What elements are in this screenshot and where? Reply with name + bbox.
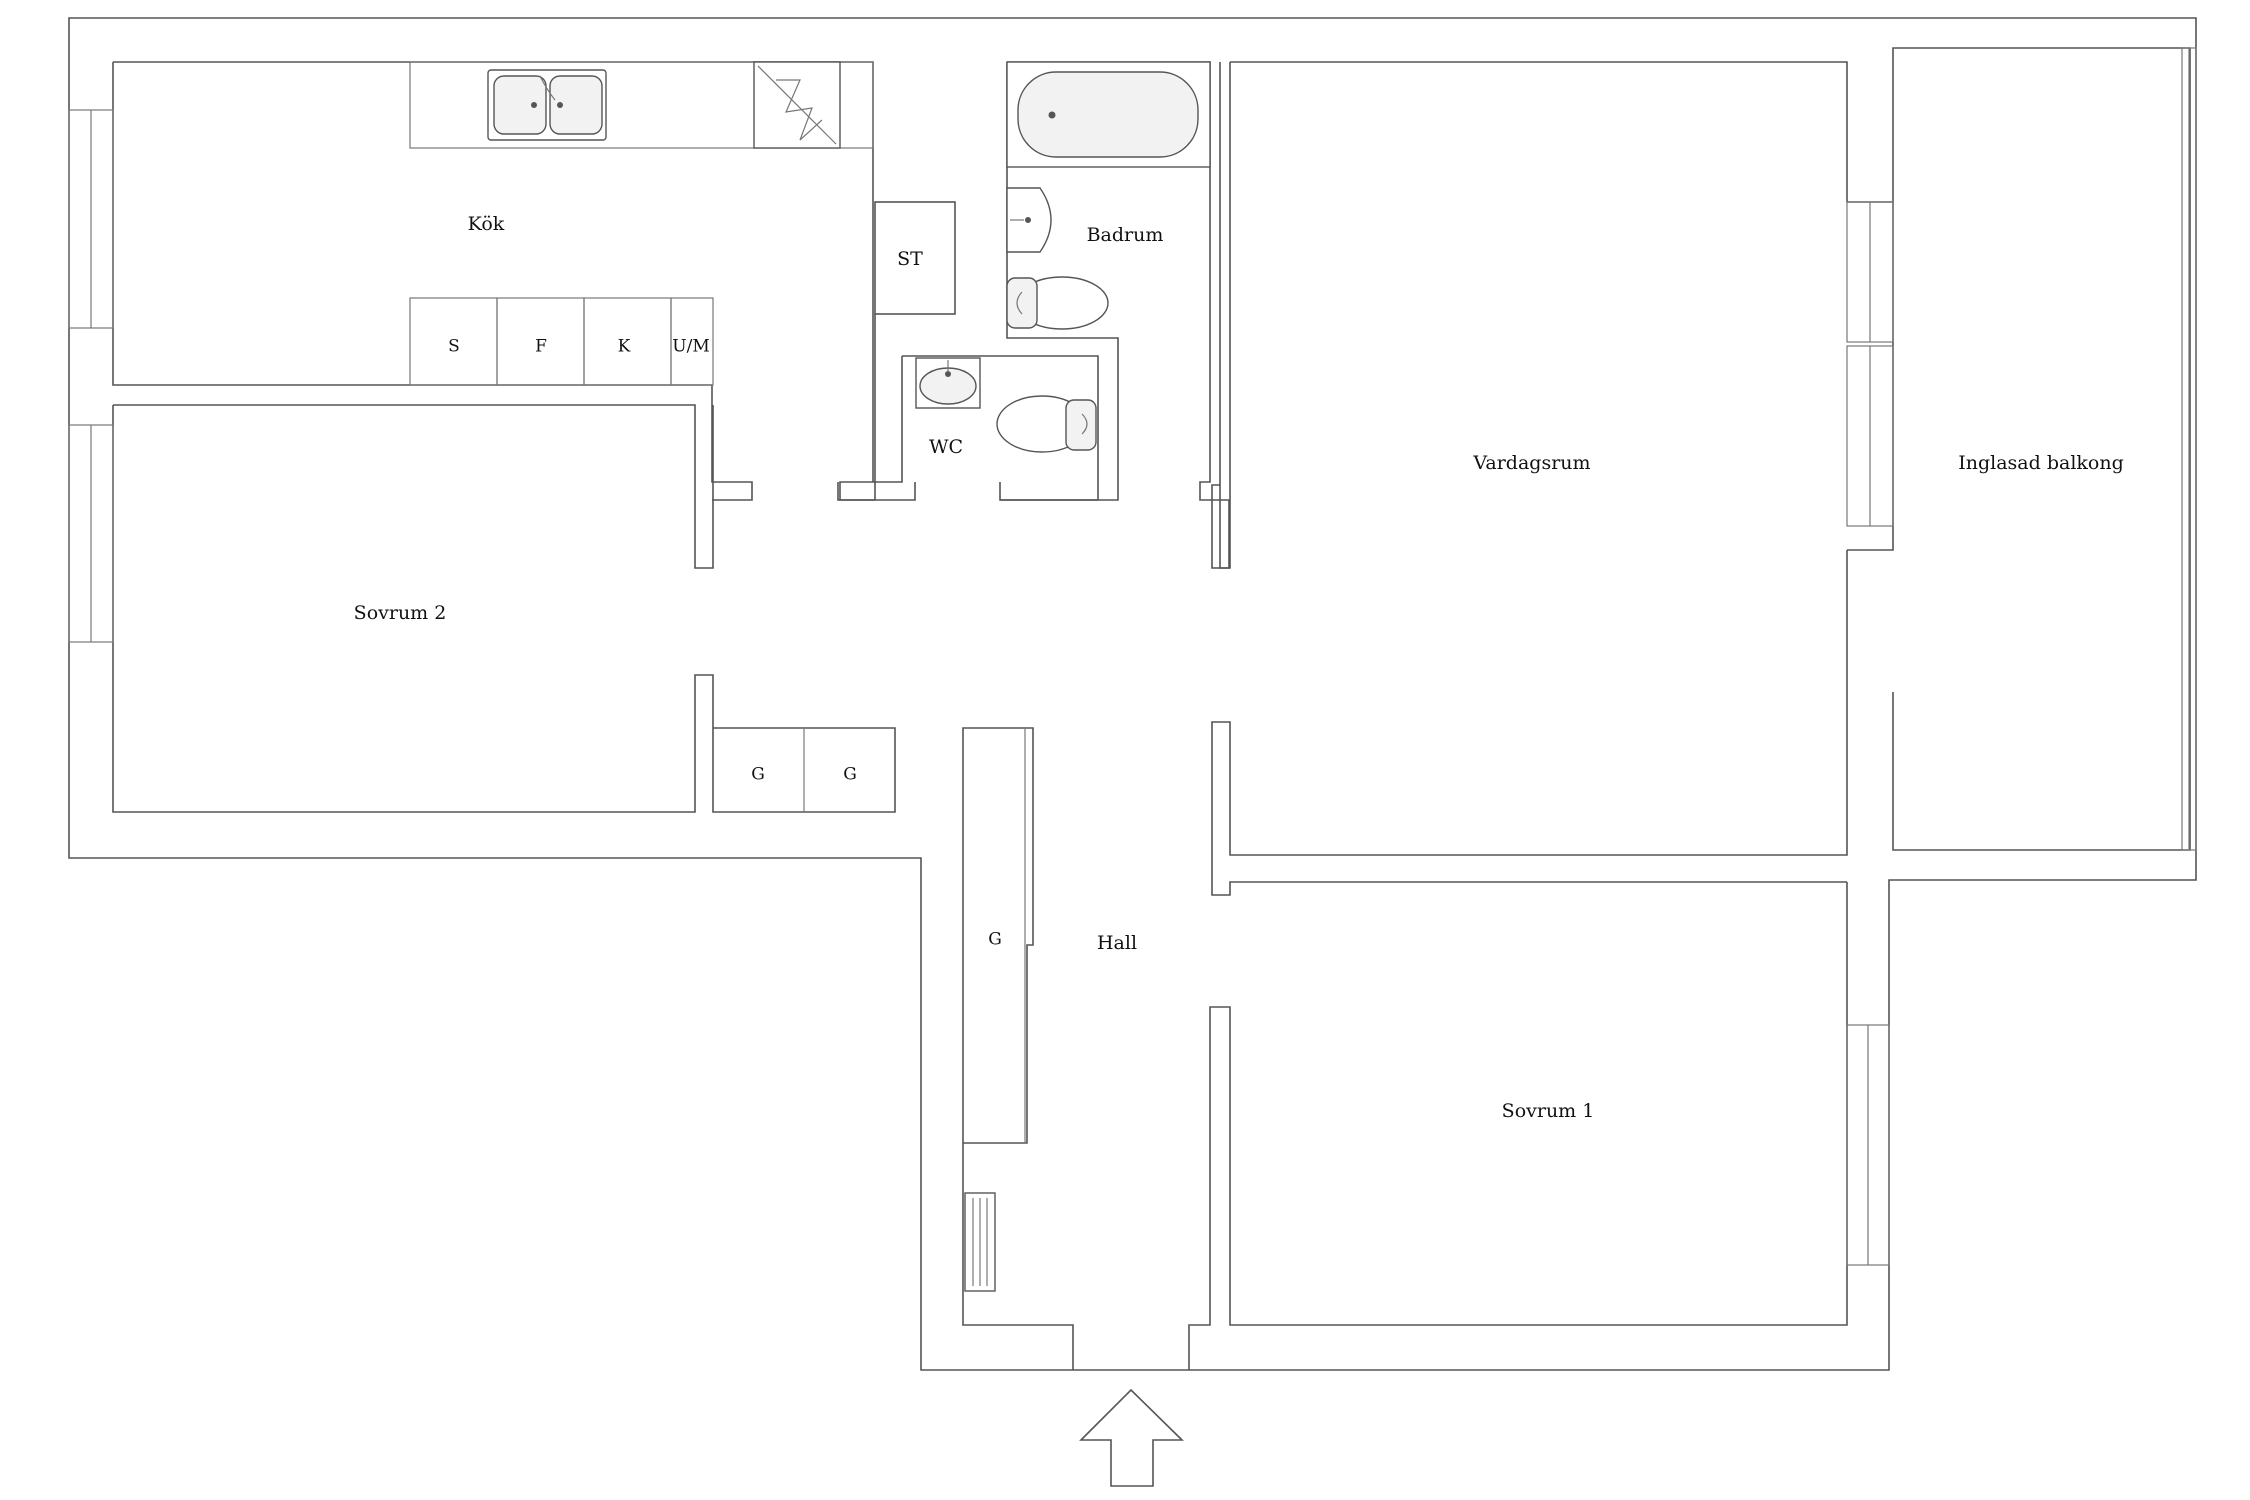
room-label-sovrum1: Sovrum 1: [1502, 1100, 1595, 1122]
wc-walls: [839, 355, 1099, 501]
room-label-badrum: Badrum: [1087, 224, 1164, 246]
bathtub-icon: [1006, 61, 1211, 168]
bathroom-sink-icon: [1006, 187, 1052, 253]
livingroom-balcony-partition: [1847, 47, 2191, 851]
wc-toilet-icon: [996, 395, 1097, 453]
kitchen-counter-top: [409, 61, 874, 149]
entrance-arrow-icon: [1079, 1388, 1184, 1487]
radiator-icon: [964, 1192, 996, 1292]
livingroom-walls: [1211, 61, 1848, 896]
hall-walls: [962, 727, 1848, 1370]
appliance-label-f: F: [535, 337, 547, 357]
wc-sink-icon: [915, 357, 981, 409]
toilet-icon: [1006, 276, 1109, 330]
kitchen-appliance-row: [409, 297, 714, 386]
appliance-label-s: S: [448, 337, 460, 357]
appliance-label-um: U/M: [672, 337, 709, 357]
st-storage: [874, 201, 956, 315]
closet-label-g2: G: [843, 765, 857, 785]
room-label-vardagsrum: Vardagsrum: [1472, 452, 1590, 474]
double-sink-icon: [487, 69, 607, 141]
room-label-wc: WC: [929, 436, 963, 458]
outer-wall: [68, 17, 2197, 1371]
room-label-sovrum2: Sovrum 2: [354, 602, 447, 624]
appliance-label-k: K: [618, 337, 631, 357]
closet-label-g3: G: [988, 930, 1002, 950]
stove-icon: [753, 61, 841, 149]
room-label-kok: Kök: [468, 213, 505, 235]
room-label-st: ST: [897, 248, 923, 270]
room-label-hall: Hall: [1097, 932, 1137, 954]
room-label-balkong: Inglasad balkong: [1958, 452, 2124, 474]
bedroom2-walls: [112, 404, 896, 813]
closet-label-g1: G: [751, 765, 765, 785]
kitchen-hall-wall: [837, 314, 876, 501]
